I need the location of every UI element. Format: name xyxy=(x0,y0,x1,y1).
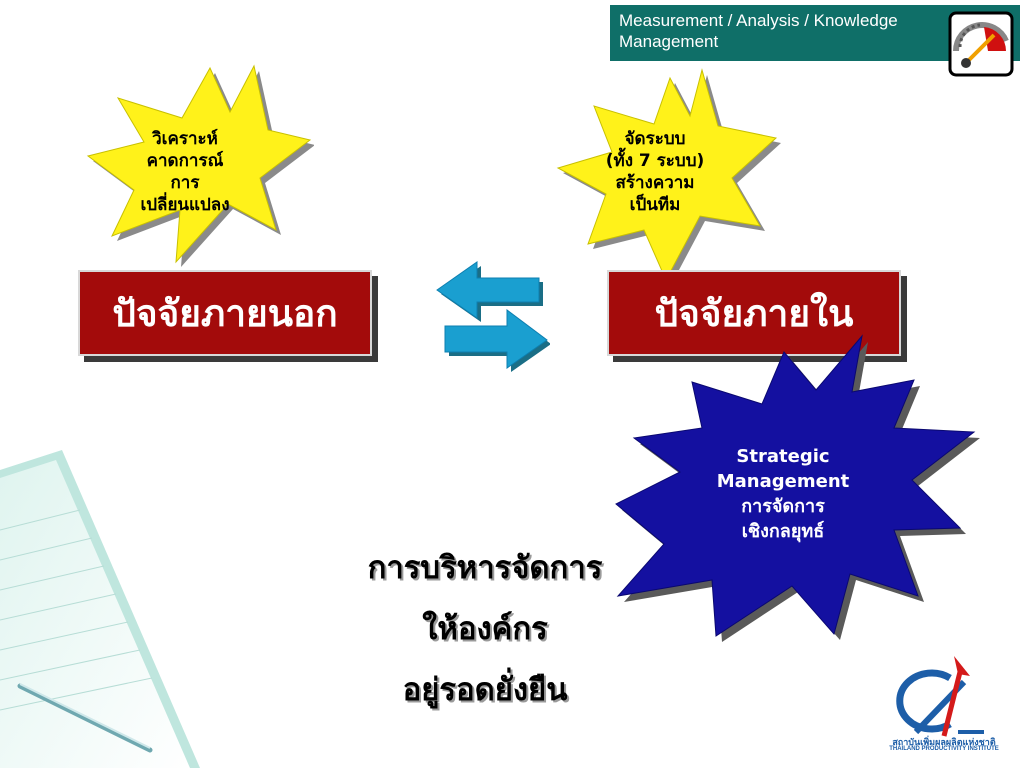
swap-arrows-icon xyxy=(436,261,550,372)
burst-analyze-line: เปลี่ยนแปลง xyxy=(140,195,230,215)
central-message: การบริหารจัดการ ให้องค์กร อยู่รอดยั่งยืน xyxy=(320,538,650,721)
burst-organize-line: สร้างความ xyxy=(615,173,695,193)
central-message-line: การบริหารจัดการ xyxy=(367,550,603,586)
institute-logo xyxy=(896,656,984,737)
burst-analyze-line: คาดการณ์ xyxy=(146,151,224,171)
burst-strategic-line: Management xyxy=(716,471,850,492)
burst-analyze-line: การ xyxy=(170,173,200,193)
burst-organize-text: จัดระบบ (ทั้ง 7 ระบบ) สร้างความ เป็นทีม xyxy=(570,128,740,216)
starburst-strategic xyxy=(615,334,980,642)
burst-strategic-line: เชิงกลยุทธ์ xyxy=(741,521,825,542)
central-message-line: ให้องค์กร xyxy=(422,611,548,647)
header-title: Measurement / Analysis / Knowledge Manag… xyxy=(619,10,954,52)
gauge-icon xyxy=(948,11,1014,77)
external-factors-box: ปัจจัยภายนอก xyxy=(78,270,372,356)
internal-factors-box: ปัจจัยภายใน xyxy=(607,270,901,356)
burst-analyze-line: วิเคราะห์ xyxy=(152,129,218,149)
burst-strategic-text: Strategic Management การจัดการ เชิงกลยุท… xyxy=(688,444,878,544)
logo-thai-name: สถาบันเพิ่มผลผลิตแห่งชาติ xyxy=(892,738,996,748)
central-message-line: อยู่รอดยั่งยืน xyxy=(402,672,568,708)
burst-organize-line: (ทั้ง 7 ระบบ) xyxy=(605,151,705,171)
burst-strategic-line: Strategic xyxy=(736,446,830,467)
starburst-analyze xyxy=(86,64,314,267)
notebook-pen-illustration xyxy=(0,450,200,768)
burst-organize-line: จัดระบบ xyxy=(624,129,686,149)
header-title-line1: Measurement / Analysis / Knowledge xyxy=(619,11,898,30)
logo-english-name: THAILAND PRODUCTIVITY INSTITUTE xyxy=(889,746,999,752)
header-title-line2: Management xyxy=(619,32,719,51)
burst-analyze-text: วิเคราะห์ คาดการณ์ การ เปลี่ยนแปลง xyxy=(100,128,270,216)
starburst-organize xyxy=(556,68,781,285)
burst-strategic-line: การจัดการ xyxy=(741,496,825,517)
burst-organize-line: เป็นทีม xyxy=(629,195,681,215)
